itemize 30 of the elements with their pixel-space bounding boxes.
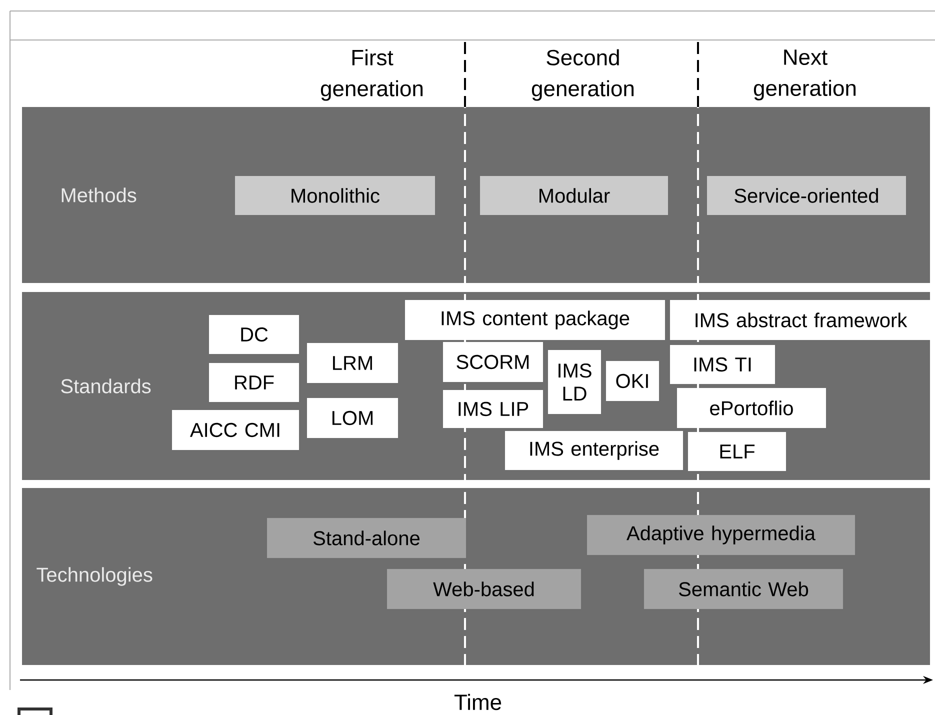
label-box: Adaptive hypermedia [587, 515, 855, 555]
node-label: IMS abstract framework [696, 312, 908, 328]
band-label: Standards [61, 378, 151, 394]
band-label: Technologies [36, 567, 152, 586]
label-box: Web-based [387, 569, 581, 609]
label-box: ePortoflio [677, 388, 826, 428]
axis-label: Time [454, 694, 502, 710]
label-box: Modular [480, 176, 668, 215]
label-box: RDF [209, 363, 299, 402]
label-box: DC [209, 315, 299, 354]
label-box: AICC CMI [172, 410, 299, 450]
label-box: OKI [606, 361, 659, 401]
label-box: IMS abstract framework [670, 300, 931, 340]
label-box: ELF [688, 432, 786, 471]
band-label: Methods [62, 188, 136, 202]
label-box: IMS LIP [443, 390, 543, 428]
label-box: Service-oriented [707, 176, 906, 215]
column-heading: First generation [320, 49, 423, 101]
label-box: SCORM [443, 342, 543, 382]
label-box: IMS content package [405, 300, 665, 340]
column-heading: Next generation [754, 50, 856, 100]
label-box: LRM [307, 343, 398, 383]
label-box: LOM [307, 398, 398, 438]
column-heading: Second generation [532, 49, 634, 101]
label-box: IMS TI [670, 345, 775, 384]
label-box: Stand-alone [267, 518, 466, 558]
label-box: IMS enterprise [505, 431, 683, 470]
label-box: IMS LD [548, 350, 601, 414]
label-box: Semantic Web [644, 569, 843, 609]
label-box: Monolithic [235, 176, 435, 215]
